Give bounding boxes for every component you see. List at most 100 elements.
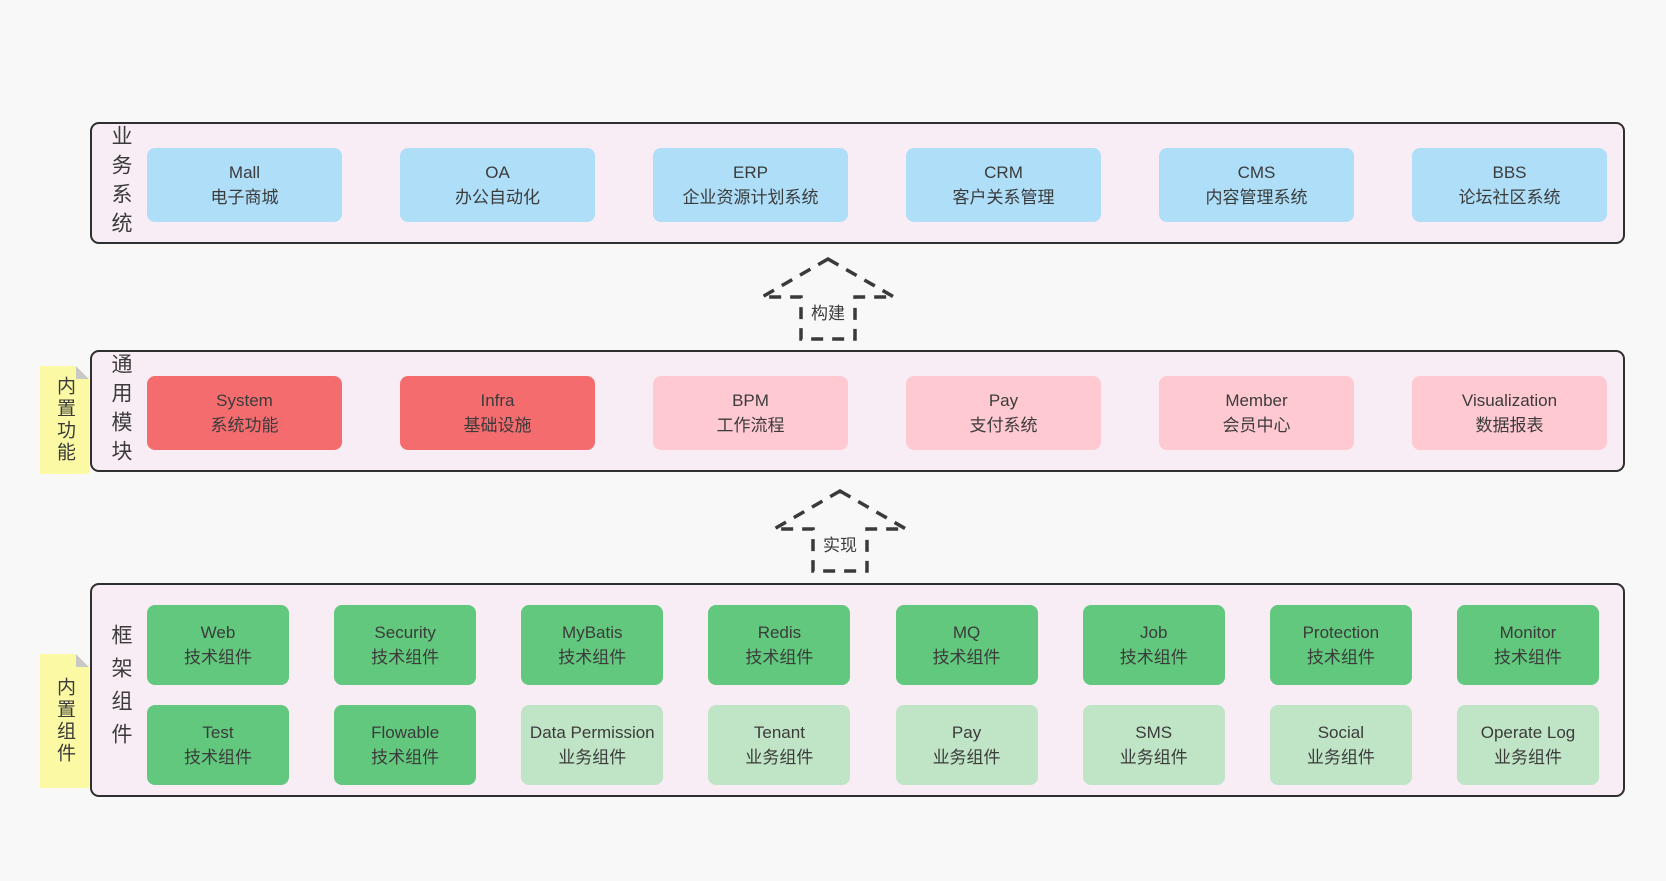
box-subtitle: 企业资源计划系统 bbox=[682, 188, 819, 207]
box-title: CMS bbox=[1237, 163, 1276, 182]
box-social: Social 业务组件 bbox=[1269, 705, 1412, 785]
box-system: System 系统功能 bbox=[147, 376, 342, 450]
box-title: Social bbox=[1317, 723, 1364, 742]
box-web: Web 技术组件 bbox=[147, 605, 289, 685]
band-common-modules: 通用模块 System 系统功能 Infra 基础设施 BPM 工作流程 Pay… bbox=[90, 350, 1625, 472]
components-row-2: Test 技术组件 Flowable 技术组件 Data Permission … bbox=[147, 705, 1599, 785]
box-mq: MQ 技术组件 bbox=[895, 605, 1038, 685]
band-modules-label: 通用模块 bbox=[109, 353, 132, 469]
box-title: Test bbox=[202, 723, 234, 742]
box-subtitle: 业务组件 bbox=[558, 748, 627, 767]
box-title: Job bbox=[1139, 623, 1168, 642]
box-title: Security bbox=[374, 623, 436, 642]
box-subtitle: 业务组件 bbox=[1493, 748, 1562, 767]
box-pay-component: Pay 业务组件 bbox=[895, 705, 1038, 785]
box-title: Web bbox=[200, 623, 236, 642]
box-protection: Protection 技术组件 bbox=[1269, 605, 1412, 685]
arrow-implement-label: 实现 bbox=[823, 536, 857, 555]
box-oa: OA 办公自动化 bbox=[400, 148, 595, 222]
arrow-build-label: 构建 bbox=[811, 304, 845, 323]
box-bbs: BBS 论坛社区系统 bbox=[1412, 148, 1607, 222]
box-title: Data Permission bbox=[529, 723, 655, 742]
box-crm: CRM 客户关系管理 bbox=[906, 148, 1101, 222]
box-title: Redis bbox=[757, 623, 802, 642]
box-operate-log: Operate Log 业务组件 bbox=[1456, 705, 1599, 785]
box-subtitle: 内容管理系统 bbox=[1205, 188, 1308, 207]
box-cms: CMS 内容管理系统 bbox=[1159, 148, 1354, 222]
box-title: Member bbox=[1225, 391, 1288, 410]
box-subtitle: 技术组件 bbox=[932, 648, 1001, 667]
box-flowable: Flowable 技术组件 bbox=[334, 705, 477, 785]
box-title: ERP bbox=[733, 163, 768, 182]
box-subtitle: 工作流程 bbox=[716, 416, 785, 435]
box-subtitle: 技术组件 bbox=[184, 748, 252, 767]
arrow-build: 构建 bbox=[758, 256, 898, 342]
box-subtitle: 技术组件 bbox=[745, 648, 814, 667]
box-subtitle: 技术组件 bbox=[558, 648, 627, 667]
components-row-1: Web 技术组件 Security 技术组件 MyBatis 技术组件 Redi… bbox=[147, 605, 1599, 685]
box-title: Pay bbox=[988, 391, 1019, 410]
sticky-fold-icon bbox=[76, 366, 89, 379]
box-subtitle: 电子商城 bbox=[210, 188, 279, 207]
arrow-implement: 实现 bbox=[770, 488, 910, 574]
box-subtitle: 技术组件 bbox=[371, 748, 440, 767]
box-title: BPM bbox=[732, 391, 769, 410]
box-title: BBS bbox=[1492, 163, 1527, 182]
box-subtitle: 办公自动化 bbox=[455, 188, 540, 207]
box-infra: Infra 基础设施 bbox=[400, 376, 595, 450]
box-subtitle: 基础设施 bbox=[463, 416, 532, 435]
box-title: Pay bbox=[951, 723, 982, 742]
box-mybatis: MyBatis 技术组件 bbox=[521, 605, 664, 685]
box-subtitle: 技术组件 bbox=[1119, 648, 1188, 667]
box-title: CRM bbox=[984, 163, 1023, 182]
box-job: Job 技术组件 bbox=[1082, 605, 1225, 685]
band-business-systems: 业务系统 Mall 电子商城 OA 办公自动化 ERP 企业资源计划系统 CRM… bbox=[90, 122, 1625, 244]
box-visualization: Visualization 数据报表 bbox=[1412, 376, 1607, 450]
box-title: MyBatis bbox=[562, 623, 623, 642]
box-title: Infra bbox=[480, 391, 515, 410]
sticky-fold-icon bbox=[76, 654, 89, 667]
box-subtitle: 业务组件 bbox=[745, 748, 814, 767]
box-sms: SMS 业务组件 bbox=[1082, 705, 1225, 785]
box-subtitle: 业务组件 bbox=[932, 748, 1001, 767]
box-title: Tenant bbox=[753, 723, 805, 742]
business-boxes-row: Mall 电子商城 OA 办公自动化 ERP 企业资源计划系统 CRM 客户关系… bbox=[147, 148, 1607, 222]
box-member: Member 会员中心 bbox=[1159, 376, 1354, 450]
box-title: Monitor bbox=[1499, 623, 1557, 642]
modules-boxes-row: System 系统功能 Infra 基础设施 BPM 工作流程 Pay 支付系统… bbox=[147, 376, 1607, 450]
box-subtitle: 业务组件 bbox=[1306, 748, 1375, 767]
box-subtitle: 技术组件 bbox=[1493, 648, 1562, 667]
box-title: System bbox=[216, 391, 273, 410]
box-subtitle: 系统功能 bbox=[210, 416, 279, 435]
box-title: MQ bbox=[952, 623, 981, 642]
box-title: Operate Log bbox=[1480, 723, 1576, 742]
box-subtitle: 客户关系管理 bbox=[952, 188, 1055, 207]
box-erp: ERP 企业资源计划系统 bbox=[653, 148, 848, 222]
box-tenant: Tenant 业务组件 bbox=[708, 705, 851, 785]
band-framework-components: 框架组件 Web 技术组件 Security 技术组件 MyBatis 技术组件… bbox=[90, 583, 1625, 797]
box-title: SMS bbox=[1135, 723, 1173, 742]
box-title: Visualization bbox=[1461, 391, 1558, 410]
box-title: Flowable bbox=[371, 723, 440, 742]
box-redis: Redis 技术组件 bbox=[708, 605, 851, 685]
box-monitor: Monitor 技术组件 bbox=[1456, 605, 1599, 685]
box-pay-module: Pay 支付系统 bbox=[906, 376, 1101, 450]
sticky-note-builtin-components: 内置组件 bbox=[40, 654, 89, 788]
box-subtitle: 技术组件 bbox=[1306, 648, 1375, 667]
box-title: Protection bbox=[1302, 623, 1380, 642]
box-subtitle: 业务组件 bbox=[1119, 748, 1188, 767]
box-mall: Mall 电子商城 bbox=[147, 148, 342, 222]
box-title: Mall bbox=[228, 163, 261, 182]
sticky-note-text: 内置功能 bbox=[54, 376, 75, 464]
band-components-label: 框架组件 bbox=[109, 624, 132, 756]
box-subtitle: 数据报表 bbox=[1475, 416, 1544, 435]
box-bpm: BPM 工作流程 bbox=[653, 376, 848, 450]
box-subtitle: 技术组件 bbox=[371, 648, 440, 667]
box-data-permission: Data Permission 业务组件 bbox=[521, 705, 664, 785]
box-test: Test 技术组件 bbox=[147, 705, 289, 785]
box-security: Security 技术组件 bbox=[334, 605, 477, 685]
sticky-note-text: 内置组件 bbox=[54, 677, 75, 765]
box-subtitle: 支付系统 bbox=[969, 416, 1038, 435]
box-subtitle: 会员中心 bbox=[1222, 416, 1291, 435]
box-subtitle: 论坛社区系统 bbox=[1458, 188, 1561, 207]
